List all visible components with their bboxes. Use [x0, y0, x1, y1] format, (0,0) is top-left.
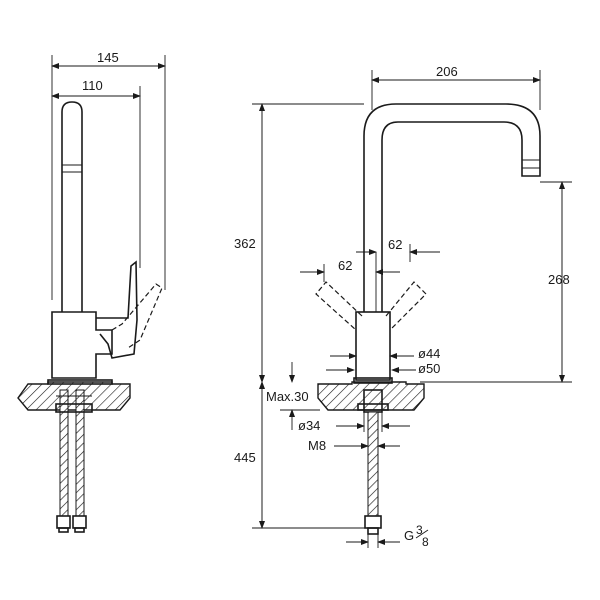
- dim-connection-den: 8: [422, 535, 429, 549]
- front-view: 206 362 268 62 62 ø44 ø50: [234, 64, 572, 549]
- dim-body-diameter: ø44: [418, 346, 440, 361]
- side-body: [51, 311, 113, 379]
- side-hose-right: [75, 389, 85, 517]
- side-lever: [96, 260, 138, 359]
- front-body: [355, 311, 391, 381]
- dim-reach: 110: [82, 78, 103, 93]
- front-countertop: [317, 381, 425, 411]
- dim-handle-left: 62: [338, 258, 352, 273]
- side-base: [47, 379, 113, 385]
- side-hose-left: [59, 389, 69, 517]
- dim-total-width: 145: [97, 50, 119, 65]
- dim-spout-reach: 206: [436, 64, 458, 79]
- dim-spout-height: 268: [548, 272, 570, 287]
- side-lever-open: [111, 283, 163, 349]
- dim-stud: M8: [308, 438, 326, 453]
- side-view: 145 110: [17, 50, 166, 533]
- dim-max-thickness: Max.30: [266, 389, 309, 404]
- dim-base-diameter: ø50: [418, 361, 440, 376]
- dim-handle-right: 62: [388, 237, 402, 252]
- front-hose: [367, 411, 379, 517]
- dim-total-height: 362: [234, 236, 256, 251]
- front-handle-left: [315, 281, 363, 331]
- dim-connection: G: [404, 528, 414, 543]
- dim-connection-num: 3: [416, 523, 423, 537]
- side-spout: [61, 101, 83, 312]
- dim-hose-length: 445: [234, 450, 256, 465]
- front-handle-right: [385, 281, 427, 331]
- dim-shank-diameter: ø34: [298, 418, 320, 433]
- front-spout: [363, 103, 541, 312]
